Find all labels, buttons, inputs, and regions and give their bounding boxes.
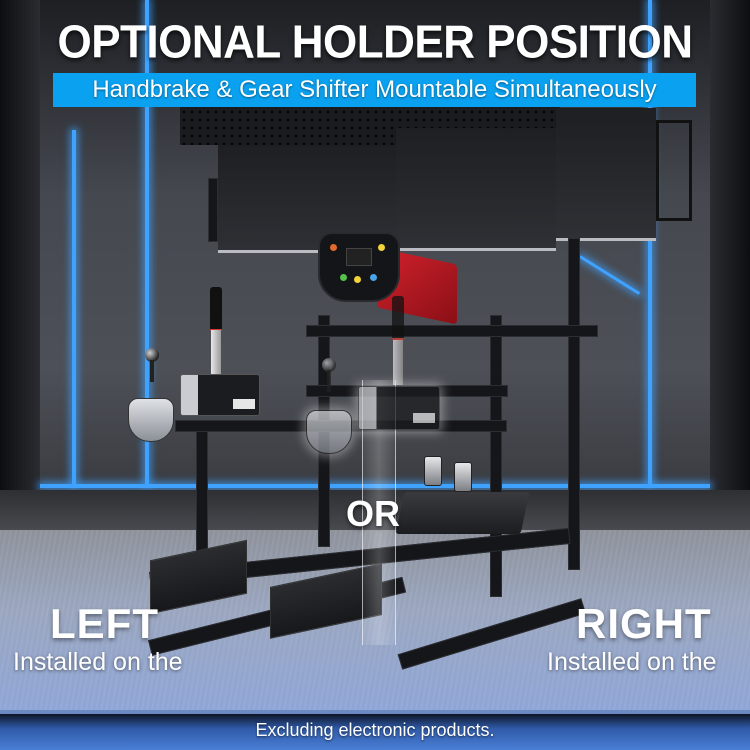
neon-strip-left <box>72 130 76 485</box>
left-label-title: LEFT <box>50 600 159 647</box>
handbrake-grip-right <box>392 296 404 341</box>
handbrake-grip-left <box>210 287 222 332</box>
page-title: OPTIONAL HOLDER POSITION <box>57 16 693 69</box>
right-label-title: RIGHT <box>576 600 712 647</box>
monitor-bracket-right <box>656 120 692 221</box>
handbrake-rod-left <box>211 330 221 375</box>
wheel-button <box>354 276 361 283</box>
neon-strip-left-2 <box>145 0 149 485</box>
monitor-center <box>396 128 556 251</box>
subtitle-banner: Handbrake & Gear Shifter Mountable Simul… <box>53 73 696 107</box>
shifter-knob-right <box>322 358 336 372</box>
carpet <box>0 530 750 710</box>
pedal-base <box>395 492 530 534</box>
wheel-button <box>330 244 337 251</box>
right-label-caption: Installed on the <box>547 648 717 676</box>
wheel-button <box>340 274 347 281</box>
brand-label <box>413 413 435 423</box>
left-wall <box>0 0 40 520</box>
monitor-bracket-left <box>208 178 218 242</box>
neon-strip-right <box>648 0 652 485</box>
footer-note: Excluding electronic products. <box>255 720 495 740</box>
neon-strip-floor <box>40 484 710 488</box>
brand-label <box>233 399 255 409</box>
footer-band <box>0 714 750 750</box>
gear-shifter-right <box>306 410 352 454</box>
or-separator: OR <box>346 493 400 534</box>
pedal-clutch <box>424 456 442 486</box>
right-wall <box>710 0 750 520</box>
monitor-stand-pole <box>568 238 580 570</box>
gear-shifter-left <box>128 398 174 442</box>
frame-crossbar-top <box>306 325 598 337</box>
handbrake-rod-right <box>393 340 403 385</box>
wood-floor <box>0 490 750 535</box>
shifter-lever-right <box>327 370 331 392</box>
shifter-lever-left <box>150 360 154 382</box>
wheel-button <box>370 274 377 281</box>
wheel-button <box>378 244 385 251</box>
handbrake-unit-left <box>180 374 260 416</box>
wheel-display <box>346 248 372 266</box>
left-label-caption: Installed on the <box>13 648 183 676</box>
pedal-brake <box>454 462 472 492</box>
monitor-right <box>556 108 656 241</box>
frame-post-right <box>490 315 502 597</box>
shifter-knob-left <box>145 348 159 362</box>
subtitle-text: Handbrake & Gear Shifter Mountable Simul… <box>92 76 657 103</box>
handbrake-unit-right <box>358 386 440 430</box>
steering-wheel <box>318 232 400 302</box>
